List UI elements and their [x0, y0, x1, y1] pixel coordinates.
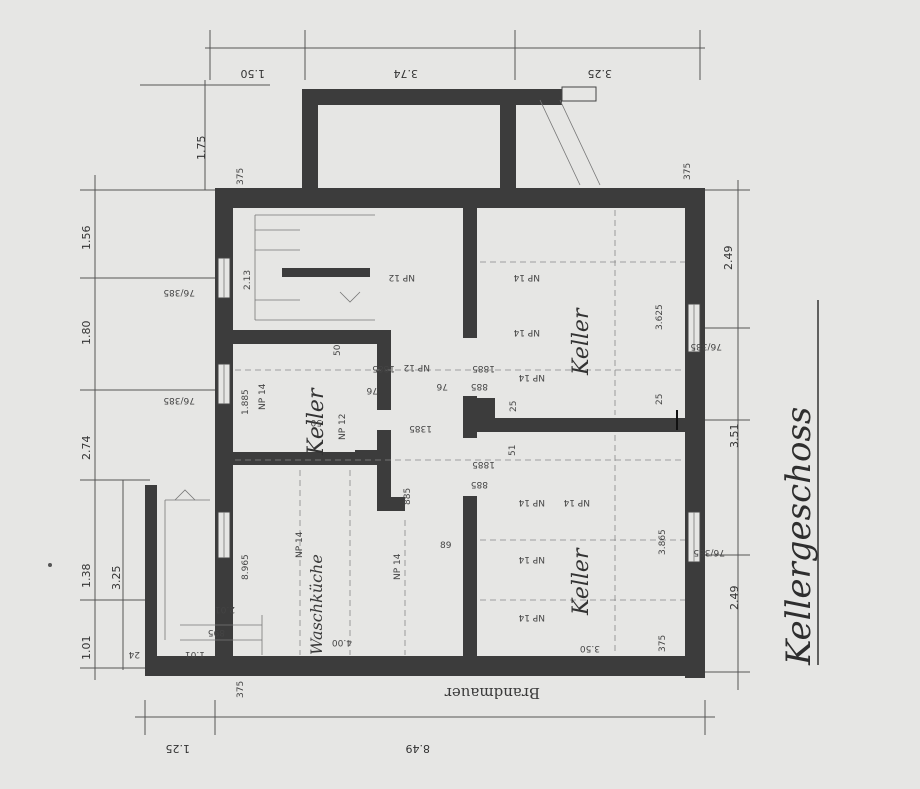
- dim-25-b: 25: [509, 401, 519, 412]
- note-np14-d: NP 14: [518, 497, 545, 507]
- dim-201: 2.01: [215, 604, 235, 614]
- win-label-right-1: 76/385: [690, 341, 722, 351]
- dim-top-1: 1.50: [241, 67, 266, 80]
- dim-right-1: 2.49: [722, 246, 735, 271]
- dim-885-a: 885: [471, 381, 488, 391]
- note-np14-a: NP 14: [513, 272, 540, 282]
- dim-8965: 8.965: [241, 554, 251, 580]
- win-label-right-2: 76/385: [693, 547, 725, 557]
- note-np14-wk2: NP 14: [393, 553, 403, 580]
- dim-wall-375-c: 375: [236, 681, 246, 698]
- dim-left-3: 1.80: [80, 321, 93, 346]
- dim-24: 24: [128, 649, 140, 659]
- dim-bottom-1: 8.49: [406, 742, 431, 755]
- room-keller-right-top: Keller: [569, 307, 594, 376]
- note-np14-wk: NP 14: [295, 531, 305, 558]
- note-np14-c: NP 14: [518, 372, 545, 382]
- dimension-lines: [80, 30, 750, 735]
- note-np14-i: NP 14: [258, 383, 268, 410]
- dim-left-6: 1.01: [80, 636, 93, 661]
- dim-left-5: 1.38: [80, 564, 93, 589]
- dim-left-7: 3.25: [110, 566, 123, 591]
- dim-wall-375-b: 375: [683, 163, 693, 180]
- dim-1885-a: 1885: [472, 363, 495, 373]
- room-keller-left: Keller: [304, 387, 329, 456]
- plan-title: Kellergeschoss: [779, 407, 819, 666]
- dim-1385: 1385: [409, 423, 432, 433]
- windows: [217, 86, 701, 563]
- win-label-left-1: 76/385: [163, 287, 195, 297]
- dim-top-3: 3.25: [588, 67, 613, 80]
- dim-right-2: 3.51: [728, 424, 741, 449]
- dim-3865: 3.865: [658, 529, 668, 555]
- dim-885-b: 885: [471, 479, 488, 489]
- dim-350: 3.50: [580, 643, 600, 653]
- dim-1885: 1.885: [241, 389, 251, 415]
- dim-400: 4.00: [332, 637, 352, 647]
- dim-895: 895: [208, 627, 225, 637]
- note-np14-g: NP 14: [518, 612, 545, 622]
- dim-left-2: 1.56: [80, 226, 93, 251]
- dim-213: 2.13: [243, 270, 253, 290]
- stairs: [164, 99, 601, 655]
- dim-right-3: 2.49: [728, 586, 741, 611]
- note-np14-e: NP 14: [563, 497, 590, 507]
- dim-top-2: 3.74: [394, 67, 419, 80]
- dim-885-c: 885: [403, 488, 413, 505]
- dim-bottom-2: 1.25: [166, 742, 191, 755]
- win-label-left-2: 76/385: [163, 395, 195, 405]
- note-np14-b: NP 14: [513, 327, 540, 337]
- dim-1885-b: 1885: [372, 363, 395, 373]
- dim-left-1: 1.75: [195, 136, 208, 161]
- grid-lines: [235, 210, 685, 655]
- note-np14-f: NP 14: [518, 554, 545, 564]
- dim-101: 1.01: [185, 649, 205, 659]
- dim-50-b: 50: [333, 344, 343, 356]
- room-keller-right-bottom: Keller: [569, 547, 594, 616]
- note-np12-a: NP 12: [389, 272, 415, 282]
- room-waschkueche: Waschküche: [307, 554, 326, 655]
- dim-50: 50: [310, 417, 322, 427]
- dim-left-4: 2.74: [80, 436, 93, 461]
- note-np12-b: NP 12: [404, 362, 430, 372]
- dim-3625: 3.625: [655, 304, 665, 330]
- dim-51: 51: [508, 445, 518, 456]
- dim-1885-c: 1885: [472, 459, 495, 469]
- brandmauer-label: Brandmauer: [444, 684, 540, 702]
- dim-wall-375-d: 375: [658, 635, 668, 652]
- note-np14-h: NP 12: [338, 414, 348, 440]
- dim-76-b: 76: [436, 381, 448, 391]
- dim-wall-375-a: 375: [236, 168, 246, 185]
- dim-89: 89: [440, 541, 452, 551]
- mark-dot: [48, 563, 52, 567]
- dim-76-a: 76: [366, 385, 378, 395]
- dim-25: 25: [655, 394, 665, 405]
